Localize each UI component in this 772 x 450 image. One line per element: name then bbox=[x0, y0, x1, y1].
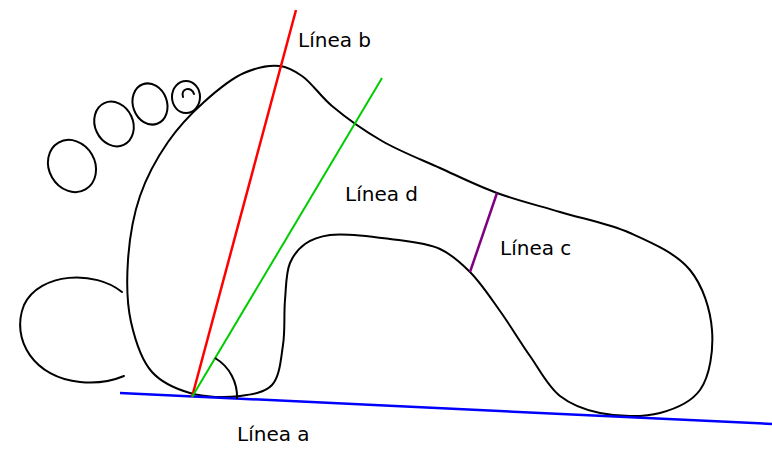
toe bbox=[39, 131, 106, 201]
line-d bbox=[192, 78, 382, 397]
line-label: Línea d bbox=[345, 182, 418, 206]
line-b bbox=[192, 10, 296, 397]
line-a bbox=[120, 393, 772, 424]
angle-arc bbox=[215, 358, 237, 399]
toe bbox=[87, 95, 141, 153]
foot-outline bbox=[127, 66, 712, 416]
line-label: Línea b bbox=[298, 28, 371, 52]
line-label: Línea c bbox=[500, 236, 571, 260]
line-label: Línea a bbox=[237, 422, 310, 446]
toe bbox=[172, 81, 200, 113]
line-c bbox=[470, 193, 497, 272]
big-toe bbox=[20, 277, 124, 382]
toe-curl bbox=[183, 89, 194, 97]
